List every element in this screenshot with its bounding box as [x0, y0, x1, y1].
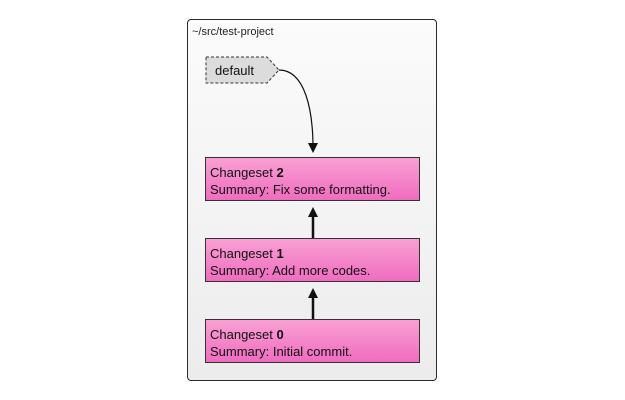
changeset-node-2: Changeset 2 Summary: Fix some formatting…	[205, 157, 420, 201]
changeset-node-0: Changeset 0 Summary: Initial commit.	[205, 319, 420, 363]
changeset-heading: Changeset 2	[210, 164, 419, 181]
changeset-number: 0	[276, 327, 284, 342]
changeset-node-1: Changeset 1 Summary: Add more codes.	[205, 238, 420, 282]
tag-pointer-edge	[278, 69, 318, 153]
changeset-heading: Changeset 0	[210, 326, 419, 343]
changeset-number: 2	[276, 165, 284, 180]
changeset-summary: Summary: Fix some formatting.	[210, 182, 391, 197]
tag-shape	[205, 56, 280, 84]
changeset-number: 1	[276, 246, 284, 261]
repository-path: ~/src/test-project	[192, 26, 274, 38]
changeset-heading: Changeset 1	[210, 245, 419, 262]
changeset-summary: Summary: Add more codes.	[210, 263, 371, 278]
changeset-word: Changeset	[210, 327, 273, 342]
branch-tag-default: default	[205, 56, 280, 84]
changeset-word: Changeset	[210, 165, 273, 180]
branch-tag-label: default	[215, 63, 255, 78]
changeset-word: Changeset	[210, 246, 273, 261]
changeset-summary: Summary: Initial commit.	[210, 344, 353, 359]
